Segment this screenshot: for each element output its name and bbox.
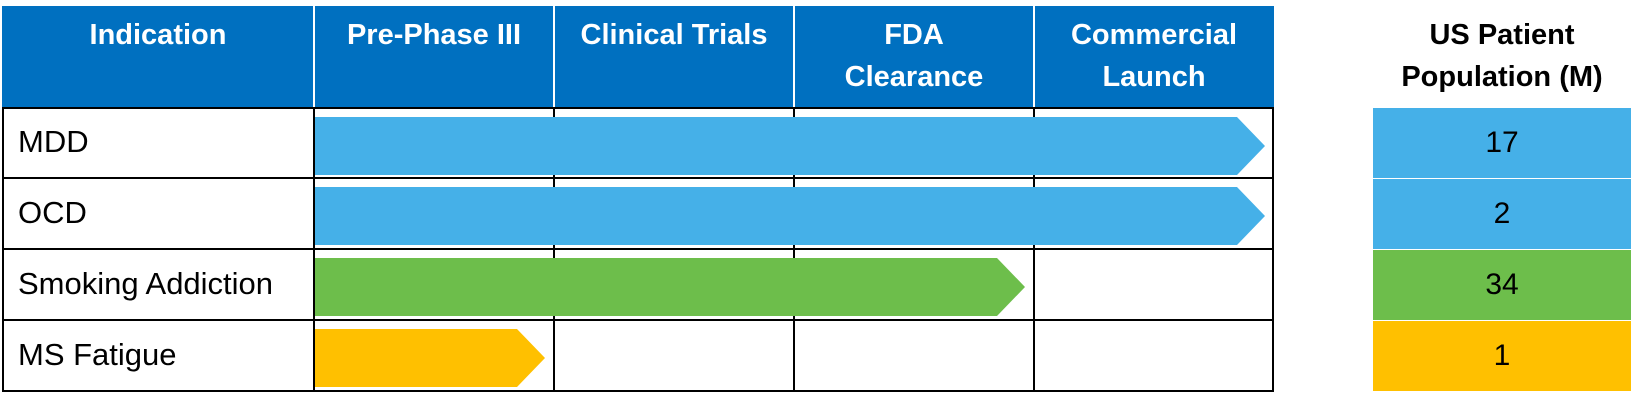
column-divider [1272, 107, 1274, 392]
header-stage-pre-phase-iii: Pre-Phase III [314, 6, 554, 107]
header-stage-fda-clearance: FDA Clearance [794, 6, 1034, 107]
population-cell-mdd: 17 [1373, 108, 1631, 178]
header-indication: Indication [2, 6, 314, 107]
row-label-smoking-addiction: Smoking Addiction [18, 266, 274, 301]
row-divider [2, 107, 1274, 109]
row-label-mdd: MDD [18, 124, 89, 159]
column-divider [313, 107, 315, 392]
progress-arrow-smoking-addiction [315, 258, 1025, 316]
population-header: US Patient Population (M) [1401, 19, 1603, 93]
column-divider [1033, 107, 1035, 392]
header-divider [313, 6, 315, 107]
row-label-ocd: OCD [18, 195, 87, 230]
pipeline-table: Indication Pre-Phase III Clinical Trials… [2, 6, 1338, 410]
population-cell-ms-fatigue: 1 [1373, 321, 1631, 391]
row-divider [2, 319, 1274, 321]
progress-arrows [315, 117, 1265, 387]
column-divider [793, 107, 795, 392]
row-divider [2, 390, 1274, 392]
progress-arrow-ocd [315, 187, 1265, 245]
header-stage-commercial-launch: Commercial Launch [1034, 6, 1274, 107]
progress-arrow-mdd [315, 117, 1265, 175]
population-column: US Patient Population (M) 17 2 34 1 [1373, 6, 1631, 410]
header-stage-clinical-trials: Clinical Trials [554, 6, 794, 107]
row-label-ms-fatigue: MS Fatigue [18, 337, 177, 372]
header-divider [793, 6, 795, 107]
population-cell-smoking-addiction: 34 [1373, 250, 1631, 320]
progress-arrow-ms-fatigue [315, 329, 545, 387]
population-cell-ocd: 2 [1373, 179, 1631, 249]
column-divider [2, 107, 4, 392]
row-divider [2, 177, 1274, 179]
header-divider [1033, 6, 1035, 107]
row-divider [2, 248, 1274, 250]
column-divider [553, 107, 555, 392]
header-divider [553, 6, 555, 107]
